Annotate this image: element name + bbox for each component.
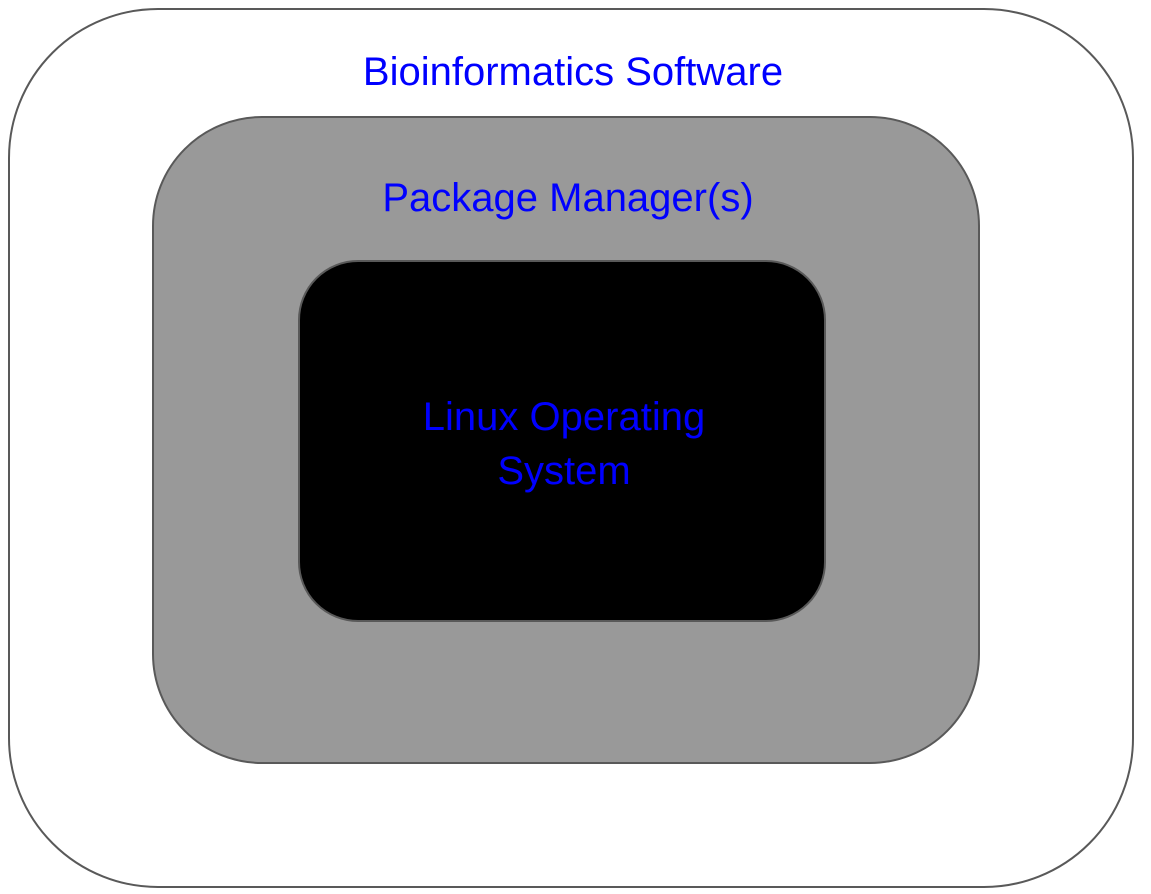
linux-os-label: Linux Operating System bbox=[422, 395, 706, 493]
linux-os-layer: Linux Operating System bbox=[298, 260, 826, 622]
package-managers-label: Package Manager(s) bbox=[382, 176, 754, 220]
bioinformatics-software-label: Bioinformatics Software bbox=[362, 50, 784, 94]
package-managers-layer: Package Manager(s) Linux Operating Syste… bbox=[152, 116, 980, 764]
bioinformatics-software-layer: Bioinformatics Software Package Manager(… bbox=[8, 8, 1134, 888]
